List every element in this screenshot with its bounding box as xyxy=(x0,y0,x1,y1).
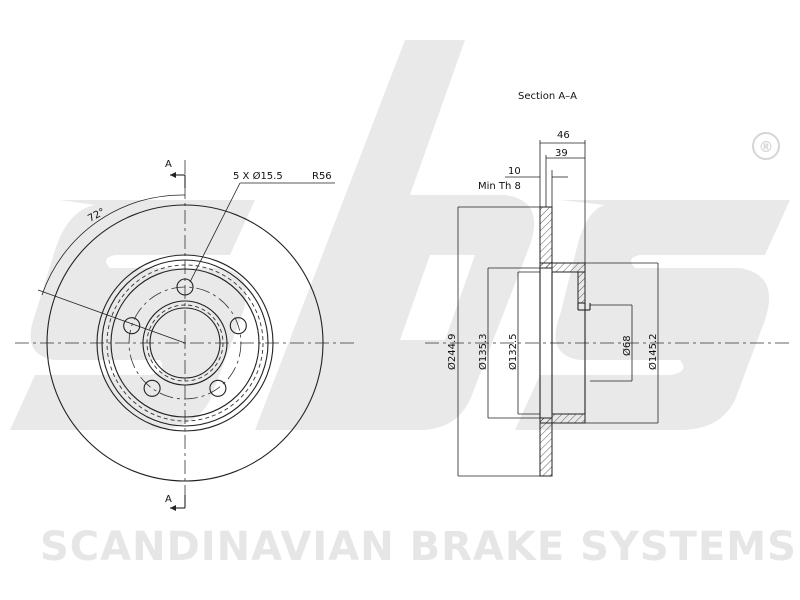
bolt-hole xyxy=(229,317,247,335)
center-bore-hidden xyxy=(146,304,224,382)
dim-diameter-244: Ø244.9 xyxy=(446,334,458,371)
hat-face-ring xyxy=(110,268,260,418)
dim-diameter-68: Ø68 xyxy=(621,335,633,356)
dim-width-39: 39 xyxy=(555,148,568,159)
dim-width-46: 46 xyxy=(557,130,570,141)
bolt-circle xyxy=(128,286,242,400)
center-bore xyxy=(149,307,221,379)
bolt-hole xyxy=(143,379,161,397)
dim-min-thickness: Min Th 8 xyxy=(478,181,521,192)
hat-wall-upper xyxy=(539,262,586,273)
center-bore-outer xyxy=(142,300,228,386)
bolt-hole xyxy=(176,278,194,296)
hat-outer-ring xyxy=(96,254,274,432)
friction-ring-lower xyxy=(539,417,553,477)
angle-arc xyxy=(41,194,186,296)
angle-leader xyxy=(37,289,186,344)
hat-hidden-ring xyxy=(106,264,264,422)
bolt-hole xyxy=(209,379,227,397)
hat-outer-ring-inner xyxy=(101,259,269,427)
outer-disc-edge xyxy=(46,204,324,482)
svg-text:®: ® xyxy=(759,138,774,156)
radius-label: R56 xyxy=(312,171,332,182)
holes-label: 5 X Ø15.5 xyxy=(233,170,283,182)
dim-width-10: 10 xyxy=(508,166,521,177)
section-marker-bottom: A xyxy=(165,494,172,505)
registered-mark: ® xyxy=(752,132,780,160)
front-view: A A 72° 5 X Ø15.5 R56 xyxy=(15,159,355,511)
dim-diameter-132: Ø132.5 xyxy=(507,334,519,371)
holes-leader xyxy=(189,182,241,283)
dim-diameter-145: Ø145.2 xyxy=(647,334,659,371)
dim-diameter-135: Ø135.3 xyxy=(477,334,489,371)
hat-flange-upper xyxy=(577,271,586,304)
friction-ring-upper xyxy=(539,206,553,269)
watermark-tagline: SCANDINAVIAN BRAKE SYSTEMS xyxy=(40,524,797,570)
section-marker-top: A xyxy=(165,159,172,170)
section-view: Section A–A 46 39 10 Min Th 8 xyxy=(425,91,790,477)
section-title: Section A–A xyxy=(518,91,577,102)
bolt-hole xyxy=(123,317,141,335)
sbs-watermark-logo: SCANDINAVIAN BRAKE SYSTEMS xyxy=(10,40,797,570)
